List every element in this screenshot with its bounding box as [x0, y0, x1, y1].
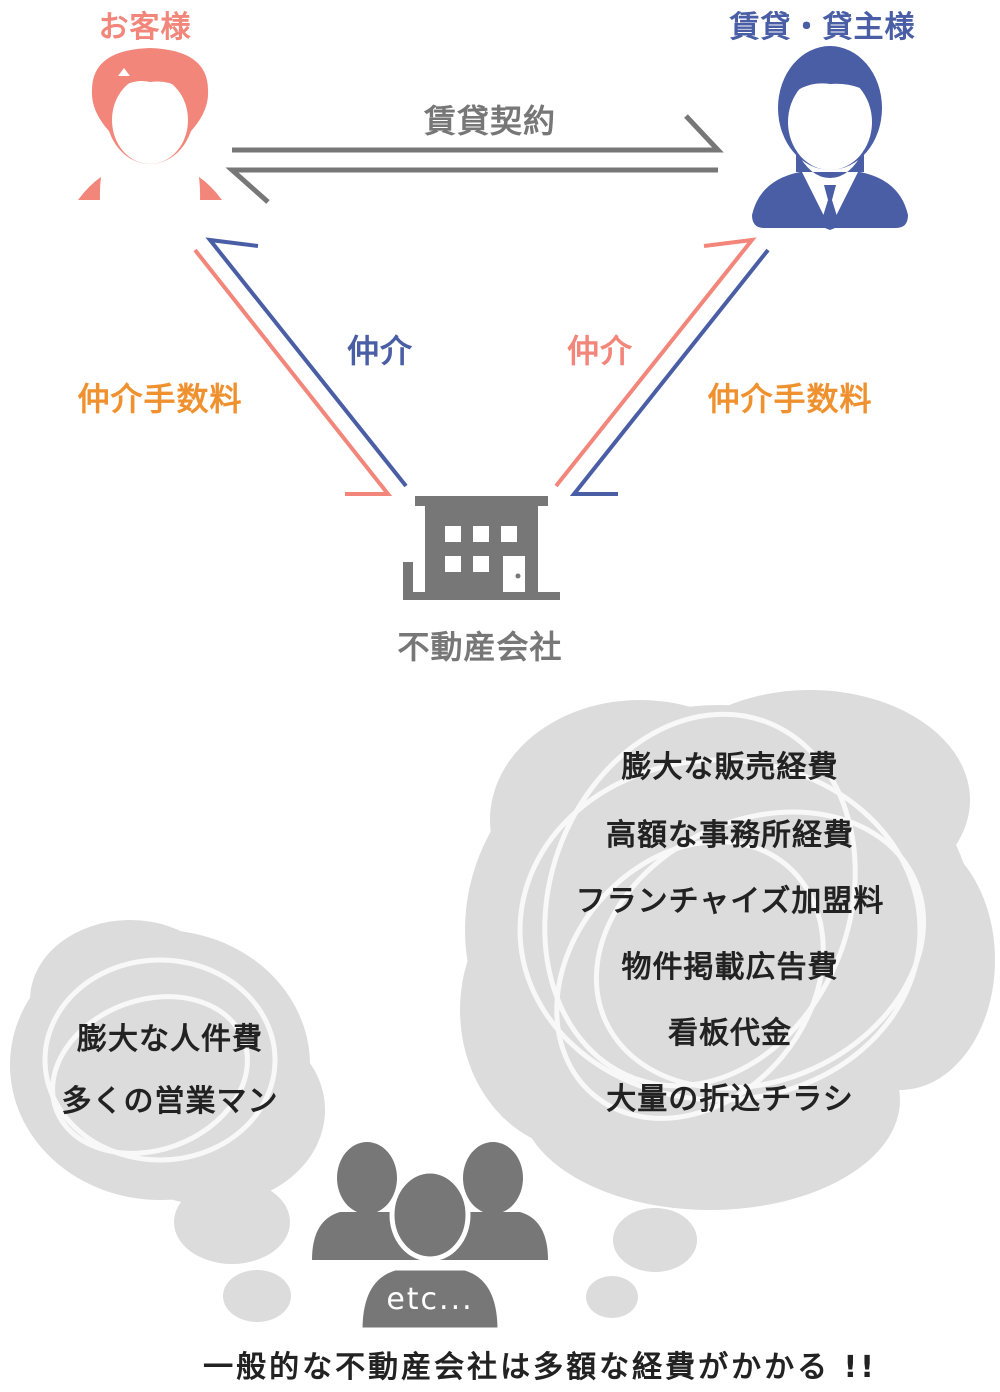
people-group-icon: [312, 1142, 548, 1333]
cost-item-right: 物件掲載広告費: [621, 950, 839, 985]
right-cloud-scribbles: [517, 711, 927, 1121]
fee-label-left: 仲介手数料: [77, 380, 243, 418]
cost-item-left: 多くの営業マン: [61, 1084, 279, 1119]
left-cloud-scribbles: [42, 957, 278, 1163]
company-label: 不動産会社: [397, 628, 563, 666]
cost-item-right: フランチャイズ加盟料: [575, 884, 885, 919]
left-thought-cloud: [10, 920, 325, 1205]
contract-label: 賃貸契約: [423, 102, 556, 140]
cost-item-left: 膨大な人件費: [77, 1022, 263, 1057]
thought-bubbles: [174, 1180, 697, 1322]
landlord-label: 賃貸・貸主様: [729, 10, 916, 45]
cost-item-right: 看板代金: [668, 1016, 792, 1051]
cost-item-right: 大量の折込チラシ: [606, 1082, 854, 1117]
customer-label: お客様: [98, 10, 192, 45]
etc-label: etc...: [386, 1282, 474, 1317]
cost-item-right: 膨大な販売経費: [621, 750, 839, 785]
landlord-icon: [752, 46, 908, 230]
building-icon: [403, 496, 560, 600]
mediation-arrows: [193, 237, 770, 496]
caption: 一般的な不動産会社は多額な経費がかかる !!: [203, 1350, 877, 1385]
mediation-label-left: 仲介: [346, 332, 413, 370]
customer-icon: [78, 48, 222, 200]
cost-item-right: 高額な事務所経費: [606, 818, 854, 853]
mediation-label-right: 仲介: [566, 332, 633, 370]
contract-arrows: [225, 114, 724, 204]
fee-label-right: 仲介手数料: [707, 380, 873, 418]
